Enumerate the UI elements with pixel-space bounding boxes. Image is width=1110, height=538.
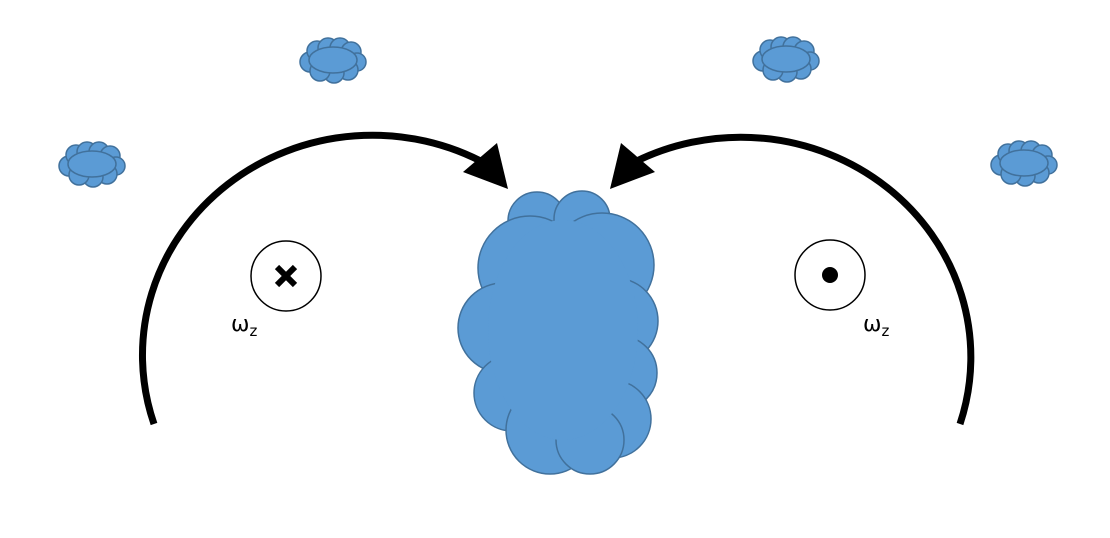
small-cloud-right-side <box>990 140 1058 187</box>
left-vortex-symbol <box>250 240 322 312</box>
small-cloud-left-top <box>299 37 367 84</box>
right-circulation-arc <box>627 133 975 426</box>
dot-out-of-page-icon <box>822 267 838 283</box>
right-vorticity-label: ωz <box>863 312 889 340</box>
right-vortex-symbol <box>794 239 866 311</box>
right-arc-arrowhead <box>610 143 655 189</box>
central-cloud <box>457 190 659 475</box>
cross-into-page-icon <box>274 264 298 288</box>
left-arc-arrowhead <box>463 143 508 189</box>
small-cloud-left-side <box>58 141 126 188</box>
left-circulation-arc <box>138 131 490 426</box>
small-cloud-right-top <box>752 36 820 83</box>
left-vorticity-label: ωz <box>231 312 257 340</box>
